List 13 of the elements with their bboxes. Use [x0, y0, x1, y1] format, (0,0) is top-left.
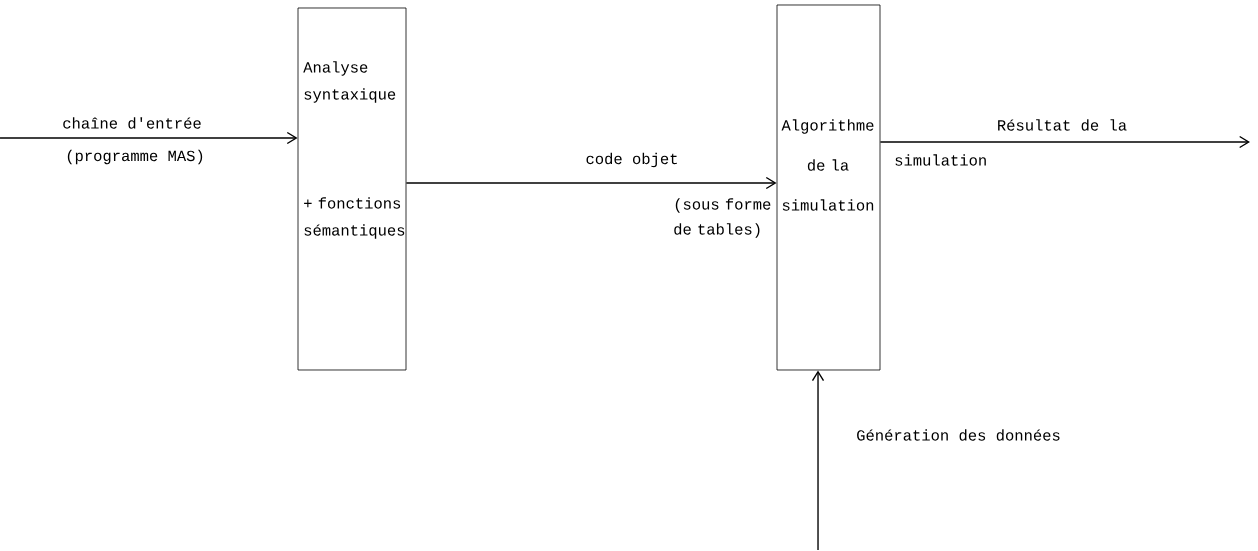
edge-label: Génération des données [855, 428, 1062, 442]
note-text: (sous forme de tables) [674, 198, 771, 238]
edge-label: chaîne d'entrée [61, 116, 203, 130]
arrow [811, 370, 825, 551]
process-box: Analyse syntaxique + fonctions sémantiques [297, 7, 407, 371]
edge-label: Résultat de la [995, 118, 1129, 132]
edge-label: code objet [584, 151, 680, 169]
process-box: Algorithme de la simulation [776, 4, 881, 371]
note-text: simulation [895, 154, 986, 166]
arrow [405, 176, 777, 190]
arrow [0, 131, 298, 145]
arrow [879, 135, 1250, 149]
note-text: (programme MAS) [67, 149, 203, 165]
